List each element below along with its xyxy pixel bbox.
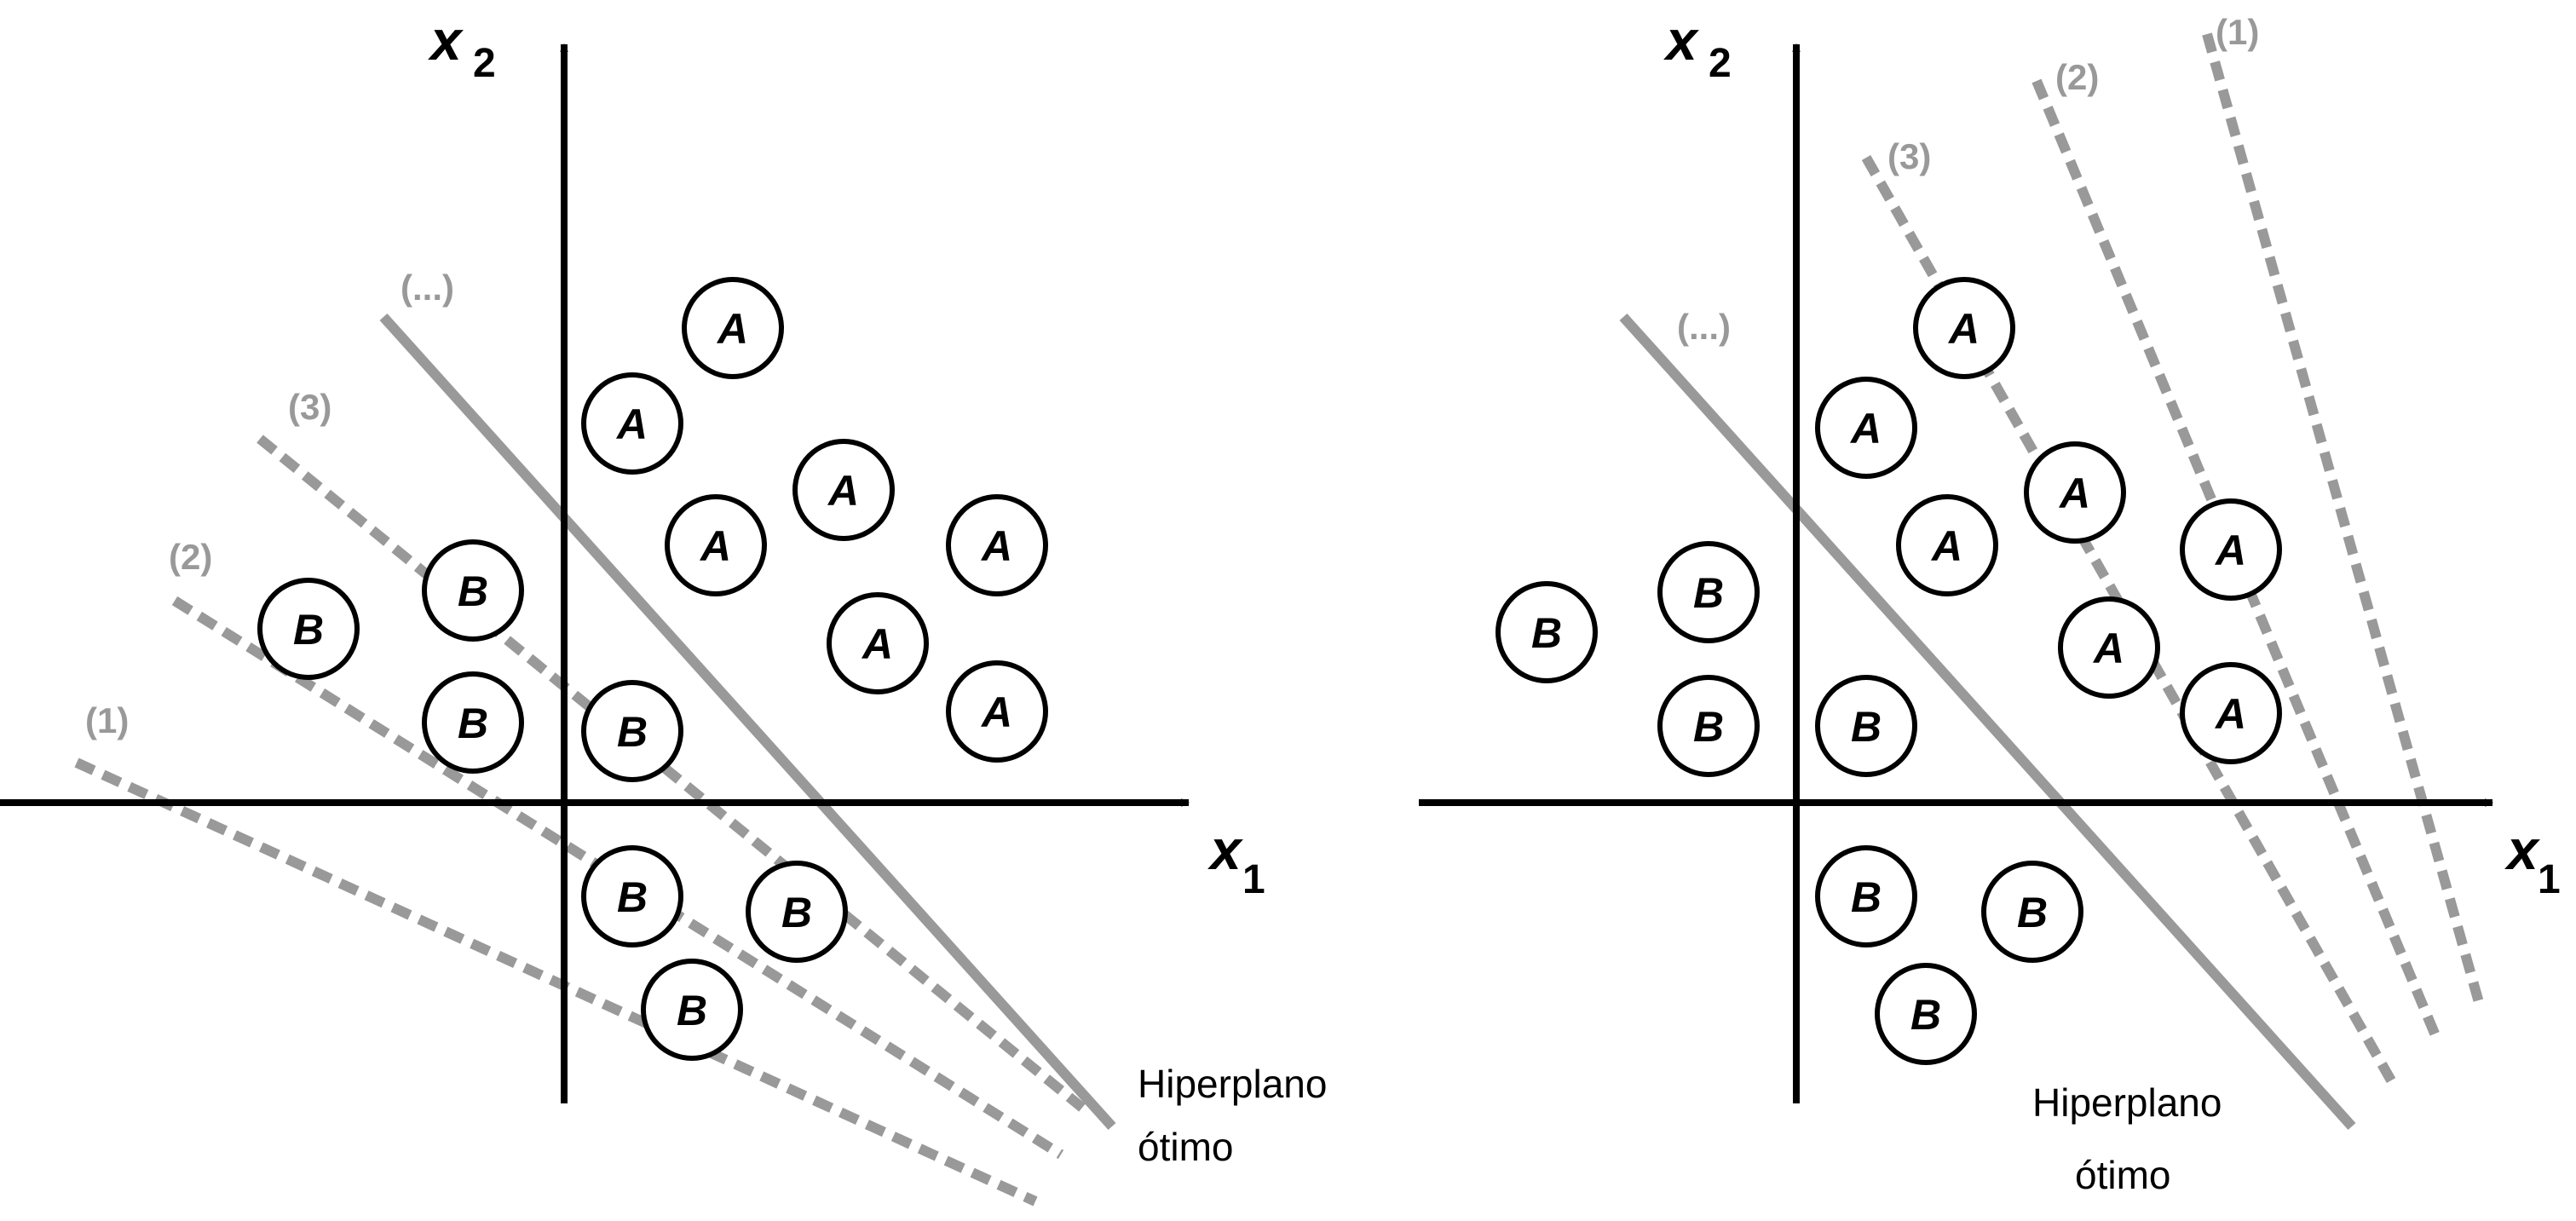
svg-text:A: A [699,522,731,570]
svg-text:A: A [980,688,1012,736]
svg-text:B: B [293,606,324,654]
svg-text:A: A [2214,690,2246,738]
optimal-hyperplane [379,313,1116,1131]
line-label-2: (2) [169,537,212,577]
candidate-line-3 [256,435,1086,1112]
class-b-point: B [1657,675,1760,777]
optimal-label-line1: Hiperplano [1138,1062,1327,1106]
svg-text:B: B [1910,991,1941,1039]
class-a-point: A [2180,662,2282,764]
svg-text:B: B [617,873,648,921]
class-a-point: A [581,372,683,475]
svg-text:A: A [2058,469,2090,517]
svg-text:B: B [1693,703,1724,751]
class-b-point: B [422,671,524,774]
x2-label-sub: 2 [1709,41,1732,86]
class-a-point: A [682,277,784,379]
x2-axis-label: x 2 [1663,9,1732,86]
svg-text:A: A [2214,527,2246,574]
x2-axis-label: x 2 [428,9,496,86]
svg-text:A: A [1930,522,1962,570]
class-a-point: A [1815,377,1917,479]
svg-text:B: B [677,987,707,1034]
line-label-1: (1) [85,700,129,740]
class-b-point: B [1875,963,1977,1065]
class-b-point: B [257,578,360,680]
svg-text:A: A [861,620,893,668]
class-a-point: A [1913,277,2015,379]
line-label-ellipsis: (...) [401,268,454,308]
class-b-point: B [746,861,848,963]
line-label-3: (3) [1887,136,1931,176]
class-a-point: A [2024,441,2126,544]
x1-label-sub: 1 [1242,857,1265,902]
class-b-point: B [422,539,524,642]
class-b-point: B [1981,861,2083,963]
x1-axis-label: x 1 [1207,818,1265,902]
x2-label-main: x [428,9,464,72]
class-b-point: B [1657,541,1760,643]
svg-text:A: A [1849,405,1882,452]
svg-text:A: A [1947,305,1980,353]
svg-text:B: B [458,567,488,615]
class-a-point: A [665,494,767,596]
class-a-point: A [2058,596,2160,699]
svg-text:B: B [1851,873,1882,921]
x1-label-main: x [1207,818,1243,881]
svg-text:B: B [781,889,812,936]
class-b-point: B [1495,581,1598,683]
line-label-2: (2) [2055,57,2099,97]
line-label-ellipsis: (...) [1677,307,1731,347]
svg-text:A: A [827,467,859,515]
optimal-label-line2: ótimo [2075,1153,2170,1197]
svg-text:B: B [617,708,648,756]
svg-text:A: A [716,305,748,353]
class-a-point: A [946,494,1048,596]
optimal-label-line1: Hiperplano [2032,1080,2222,1125]
class-b-point: B [581,845,683,947]
x1-label-sub: 1 [2538,857,2561,902]
svg-text:B: B [1531,609,1562,657]
svg-text:B: B [1693,569,1724,617]
class-a-point: A [1896,494,1998,596]
svg-text:A: A [980,522,1012,570]
line-label-1: (1) [2216,12,2259,52]
class-a-point: A [946,660,1048,763]
candidate-line-1 [74,757,1038,1207]
svg-text:A: A [2092,625,2124,672]
right-panel: x 1 x 2 (1) (2) (3) (...) Hiperplano óti… [1419,9,2561,1197]
class-b-point: B [641,959,743,1061]
candidate-line-1 [2202,32,2485,1007]
class-a-point: A [827,592,929,694]
optimal-label-line2: ótimo [1138,1125,1233,1169]
class-b-point: B [581,680,683,782]
svg-text:B: B [458,700,488,747]
x1-axis-label: x 1 [2504,818,2561,902]
class-b-point: B [1815,675,1917,777]
x2-label-main: x [1663,9,1699,72]
x2-label-sub: 2 [473,41,496,86]
line-label-3: (3) [288,387,331,427]
svg-text:B: B [2017,889,2048,936]
svg-text:B: B [1851,703,1882,751]
svg-text:A: A [615,400,648,448]
class-b-point: B [1815,845,1917,947]
left-panel: x 1 x 2 (1) (2) (3) (...) Hiperplano óti… [0,9,1327,1207]
class-a-point: A [792,439,895,541]
class-a-point: A [2180,498,2282,601]
optimal-hyperplane [1619,313,2356,1131]
x1-label-main: x [2504,818,2540,881]
